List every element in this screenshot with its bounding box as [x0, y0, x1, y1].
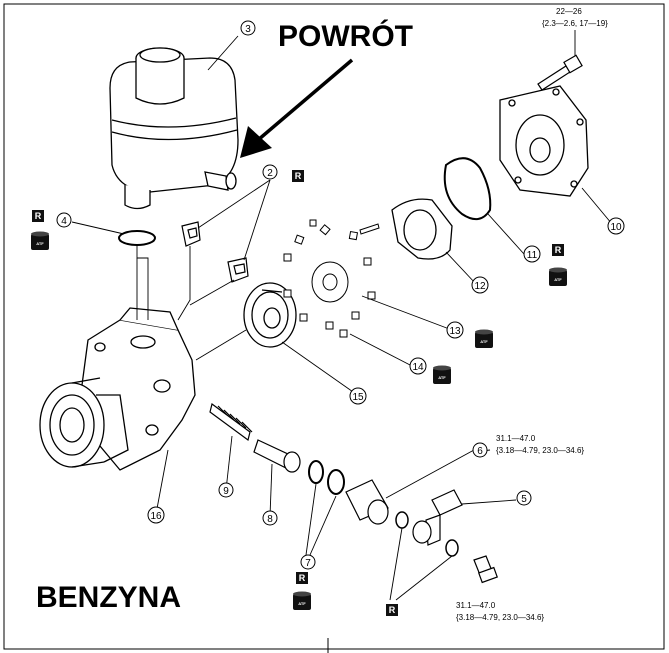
callout-3: 3 — [245, 24, 251, 35]
rotor-with-vanes — [283, 219, 376, 338]
r-badge-labels: R R R R R — [35, 171, 562, 615]
diagram-frame — [3, 3, 665, 650]
washer-b — [445, 539, 459, 557]
callout-10: 10 — [610, 222, 622, 233]
callout-16: 16 — [150, 511, 162, 522]
oring-4 — [118, 230, 156, 246]
pump-body — [39, 307, 196, 471]
callout-12: 12 — [474, 281, 486, 292]
atf-label: ATF — [438, 375, 446, 380]
callout-5: 5 — [521, 494, 527, 505]
callout-4: 4 — [61, 216, 67, 227]
return-label: POWRÓT — [278, 19, 413, 53]
torque-mid-line2: {3.18—4.79, 23.0—34.6} — [496, 446, 584, 455]
r-badge-label: R — [299, 573, 306, 583]
oring-7a — [308, 460, 324, 484]
callout-13: 13 — [449, 326, 461, 337]
cover-bolt — [537, 54, 583, 91]
r-badge-label: R — [389, 605, 396, 615]
callout-11: 11 — [527, 250, 538, 261]
return-arrow — [240, 58, 354, 158]
callout-9: 9 — [223, 486, 229, 497]
union-fitting — [412, 489, 463, 546]
union-bolt — [473, 555, 498, 584]
atf-label: ATF — [36, 241, 44, 246]
reservoir — [109, 47, 239, 210]
r-badge-label: R — [555, 245, 562, 255]
washer-a — [395, 511, 409, 529]
r-badge-label: R — [295, 171, 302, 181]
torque-top-line2: {2.3—2.6, 17—19} — [542, 19, 608, 28]
callout-15: 15 — [352, 392, 364, 403]
pin — [359, 223, 380, 235]
torque-bottom-line1: 31.1—47.0 — [456, 601, 496, 610]
pressure-plate — [243, 282, 297, 348]
flow-control-spring — [209, 402, 253, 442]
r-badge-label: R — [35, 211, 42, 221]
atf-label: ATF — [554, 277, 562, 282]
atf-label: ATF — [480, 339, 488, 344]
gasket — [443, 157, 492, 221]
callout-6: 6 — [477, 446, 483, 457]
callouts — [56, 20, 625, 570]
atf-label: ATF — [298, 601, 306, 606]
callout-7: 7 — [305, 558, 311, 569]
torque-bottom-line2: {3.18—4.79, 23.0—34.6} — [456, 613, 544, 622]
cam-ring — [391, 198, 453, 260]
rear-cover — [499, 85, 589, 197]
torque-top-line1: 22—26 — [556, 7, 582, 16]
callout-2: 2 — [267, 168, 273, 179]
fuel-label: BENZYNA — [36, 581, 181, 614]
callout-numbers: 3 2 4 5 6 7 8 9 10 11 12 13 14 15 16 — [61, 24, 622, 569]
callout-8: 8 — [267, 514, 273, 525]
oring-7b — [327, 469, 345, 495]
outlet-connector — [345, 479, 389, 525]
callout-14: 14 — [412, 362, 424, 373]
atf-labels: ATF ATF ATF ATF ATF — [36, 241, 562, 606]
bracket-clip — [181, 221, 249, 283]
torque-mid-line1: 31.1—47.0 — [496, 434, 536, 443]
flow-control-valve — [253, 439, 301, 473]
